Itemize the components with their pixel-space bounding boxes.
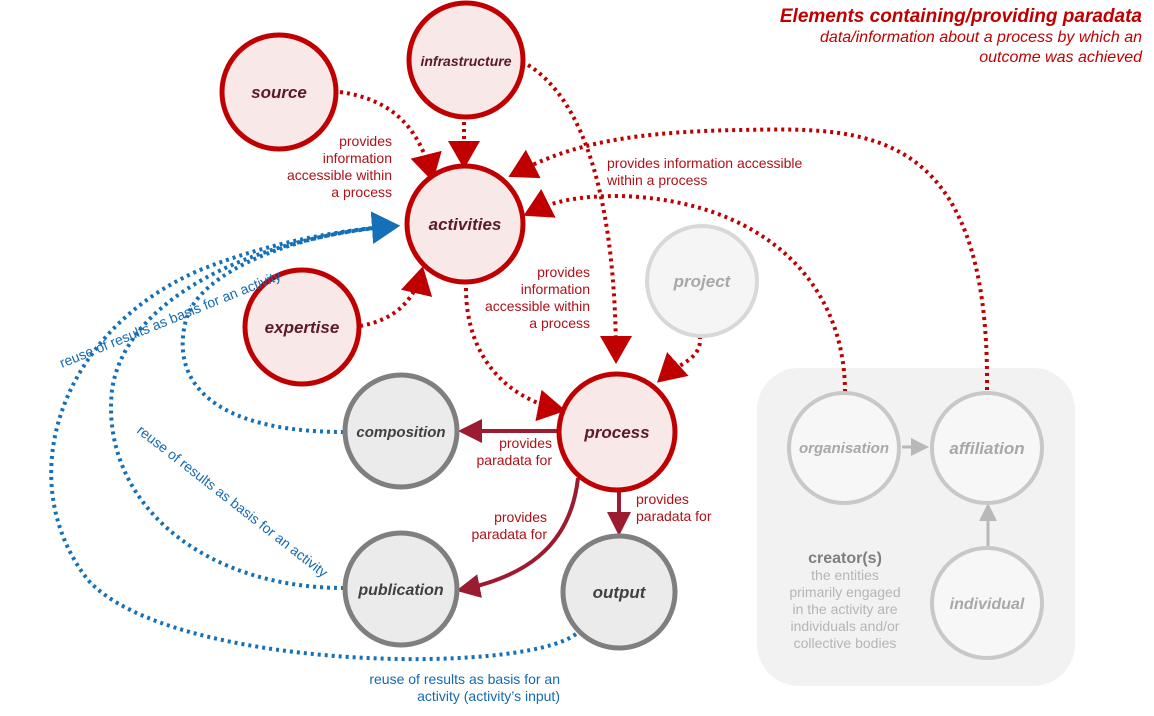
edge-output-activities: [49, 211, 578, 662]
creators-desc-line: individuals and/or: [791, 618, 900, 634]
edge-organisation-activities: [523, 188, 847, 393]
edge-label-line: provides: [636, 491, 689, 507]
creators-desc-line: collective bodies: [794, 635, 897, 651]
node-affiliation: affiliation: [930, 391, 1044, 505]
node-organisation: organisation: [787, 391, 901, 505]
edge-label-line: paradata for: [477, 452, 553, 468]
title-sub-line2: outcome was achieved: [979, 49, 1142, 66]
creators-desc-line: in the activity are: [792, 601, 897, 617]
label-paradata-composition: provides paradata for: [477, 435, 553, 468]
node-expertise: expertise: [242, 267, 362, 387]
creators-description: the entities primarily engaged in the ac…: [789, 567, 900, 651]
info-edges: [339, 63, 990, 422]
label-reuse-2: reuse of results as basis for an activit…: [134, 422, 331, 581]
edge-label-line: within a process: [606, 172, 707, 188]
node-activities-label: activities: [429, 215, 502, 234]
node-activities: activities: [404, 163, 526, 285]
edge-label-line: accessible within: [485, 298, 590, 314]
edge-label-line: paradata for: [472, 526, 548, 542]
node-source: source: [219, 32, 339, 152]
edge-label-line: provides: [537, 264, 590, 280]
reuse-edges: [49, 211, 578, 662]
node-output-label: output: [593, 583, 647, 602]
edge-label-line: reuse of results as basis for an: [369, 671, 560, 687]
edge-affiliation-activities: [508, 127, 990, 391]
title-main: Elements containing/providing paradata: [779, 6, 1142, 27]
node-process: process: [556, 371, 678, 493]
edge-label-line: accessible within: [287, 167, 392, 183]
creator-edges: [902, 438, 997, 546]
creators-desc-line: the entities: [811, 567, 879, 583]
label-provides-info-1: provides information accessible within a…: [287, 133, 392, 200]
node-project-label: project: [673, 272, 732, 291]
edge-label-line: provides: [499, 435, 552, 451]
edge-label-line: information: [521, 281, 590, 297]
edge-process-publication: [456, 477, 580, 598]
node-project: project: [645, 224, 759, 338]
edge-label-line: provides: [494, 509, 547, 525]
edge-label-line: provides information accessible: [607, 155, 803, 171]
edge-composition-activities: [180, 211, 400, 434]
paradata-edges: [456, 419, 631, 598]
label-paradata-output: provides paradata for: [636, 491, 712, 524]
label-provides-info-3: provides information accessible within a…: [485, 264, 590, 331]
edge-project-process: [657, 335, 703, 383]
label-paradata-publication: provides paradata for: [472, 509, 548, 542]
label-reuse-3: reuse of results as basis for an activit…: [369, 671, 560, 704]
node-infrastructure: infrastructure: [406, 0, 526, 120]
node-source-label: source: [251, 83, 307, 102]
edge-expertise-activities: [359, 266, 433, 328]
creators-desc-line: primarily engaged: [789, 584, 900, 600]
node-composition-label: composition: [356, 424, 445, 441]
node-publication: publication: [342, 530, 460, 648]
node-publication-label: publication: [357, 582, 444, 599]
creators-title: creator(s): [808, 550, 882, 567]
label-provides-info-2: provides information accessible within a…: [606, 155, 803, 188]
diagram-title: Elements containing/providing paradata d…: [780, 6, 1142, 68]
node-expertise-label: expertise: [265, 318, 340, 337]
node-organisation-label: organisation: [799, 440, 889, 457]
title-sub-line1: data/information about a process by whic…: [820, 29, 1142, 46]
edge-label-line: information: [323, 150, 392, 166]
node-affiliation-label: affiliation: [949, 439, 1024, 458]
node-output: output: [560, 533, 678, 651]
edge-label-line: provides: [339, 133, 392, 149]
edge-label-line: activity (activity’s input): [417, 688, 560, 704]
edge-label-line: paradata for: [636, 508, 712, 524]
node-infrastructure-label: infrastructure: [420, 53, 511, 69]
node-process-label: process: [583, 423, 649, 442]
node-individual: individual: [930, 546, 1044, 660]
edge-infrastructure-process: [526, 63, 632, 364]
node-individual-label: individual: [950, 596, 1025, 613]
edge-label-line: a process: [331, 184, 392, 200]
node-composition: composition: [342, 372, 460, 490]
edge-label-line: a process: [529, 315, 590, 331]
edge-publication-activities: [109, 212, 400, 590]
